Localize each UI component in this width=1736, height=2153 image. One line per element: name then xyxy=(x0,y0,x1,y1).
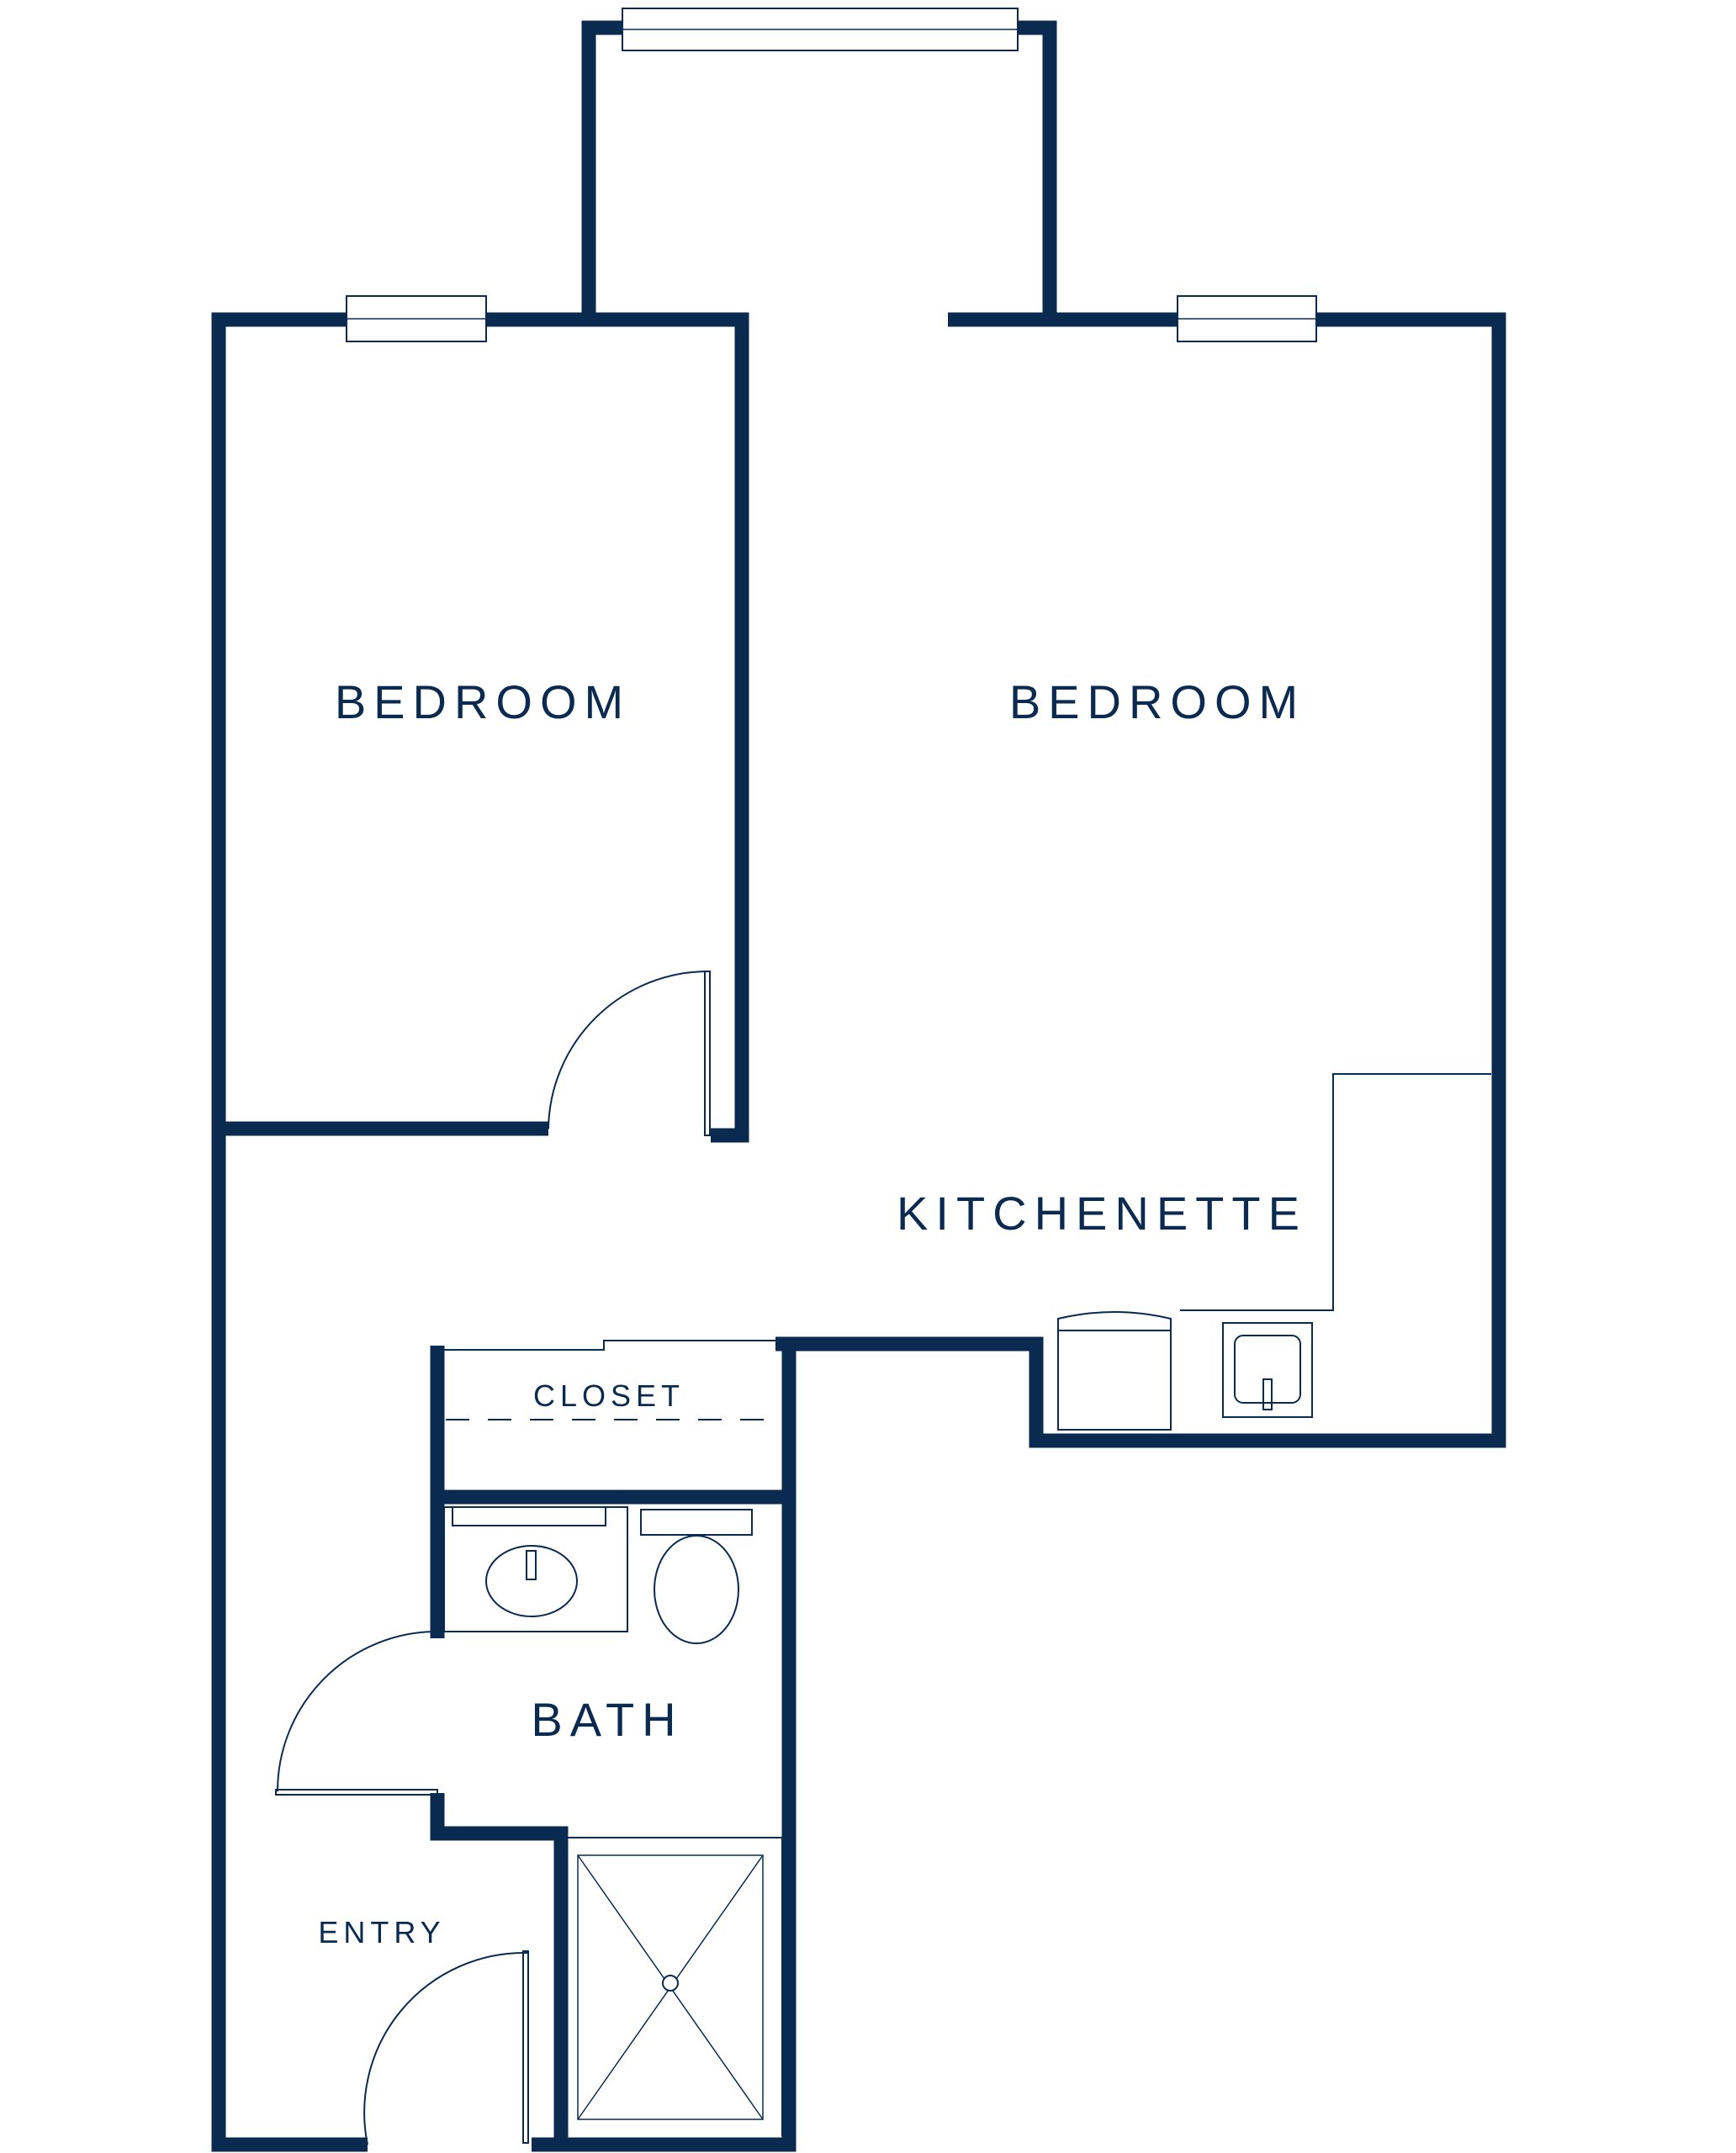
wall-top-left xyxy=(486,20,622,327)
closet-shelf-edge xyxy=(444,1340,775,1351)
label-kitchenette: KITCHENETTE xyxy=(897,1187,1307,1240)
shower-drain xyxy=(662,1975,679,1992)
bath-vanity-backsplash xyxy=(452,1506,606,1526)
kitchen-counter xyxy=(1180,1073,1491,1311)
kitchen-sink-basin xyxy=(1234,1335,1301,1404)
walls xyxy=(211,20,1506,2152)
door-entry-swing xyxy=(363,1951,528,2145)
bath-toilet-bowl xyxy=(654,1535,739,1644)
label-bedroom-left: BEDROOM xyxy=(334,675,632,728)
door-entry-leaf xyxy=(522,1950,529,2144)
door-bath-swing xyxy=(277,1631,438,1792)
kitchen-sink-basin-outer xyxy=(1222,1322,1313,1418)
wall-top-right xyxy=(1018,20,1178,327)
wall-bath-left-lower xyxy=(430,1793,569,2145)
fixtures xyxy=(275,8,1491,2145)
wall-outer-left xyxy=(211,312,368,2152)
wall-bedroom-left-right xyxy=(486,312,749,1143)
door-bath-leaf xyxy=(275,1789,438,1796)
shower-pan xyxy=(577,1854,764,2120)
bath-sink xyxy=(485,1545,578,1617)
label-entry: ENTRY xyxy=(318,1915,446,1949)
door-bedroom-leaf xyxy=(704,971,711,1136)
bath-toilet-tank xyxy=(640,1509,753,1536)
door-bedroom-swing xyxy=(548,971,709,1129)
label-closet: CLOSET xyxy=(532,1378,685,1413)
bath-vanity xyxy=(443,1506,628,1632)
kitchen-appliance xyxy=(1057,1311,1172,1431)
wall-outer-right xyxy=(532,312,1506,2152)
shower-curb xyxy=(568,1837,783,2136)
label-bath: BATH xyxy=(531,1693,684,1746)
label-bedroom-right: BEDROOM xyxy=(1008,675,1306,728)
bath-sink-faucet xyxy=(526,1550,537,1580)
kitchen-sink-faucet xyxy=(1262,1378,1273,1410)
